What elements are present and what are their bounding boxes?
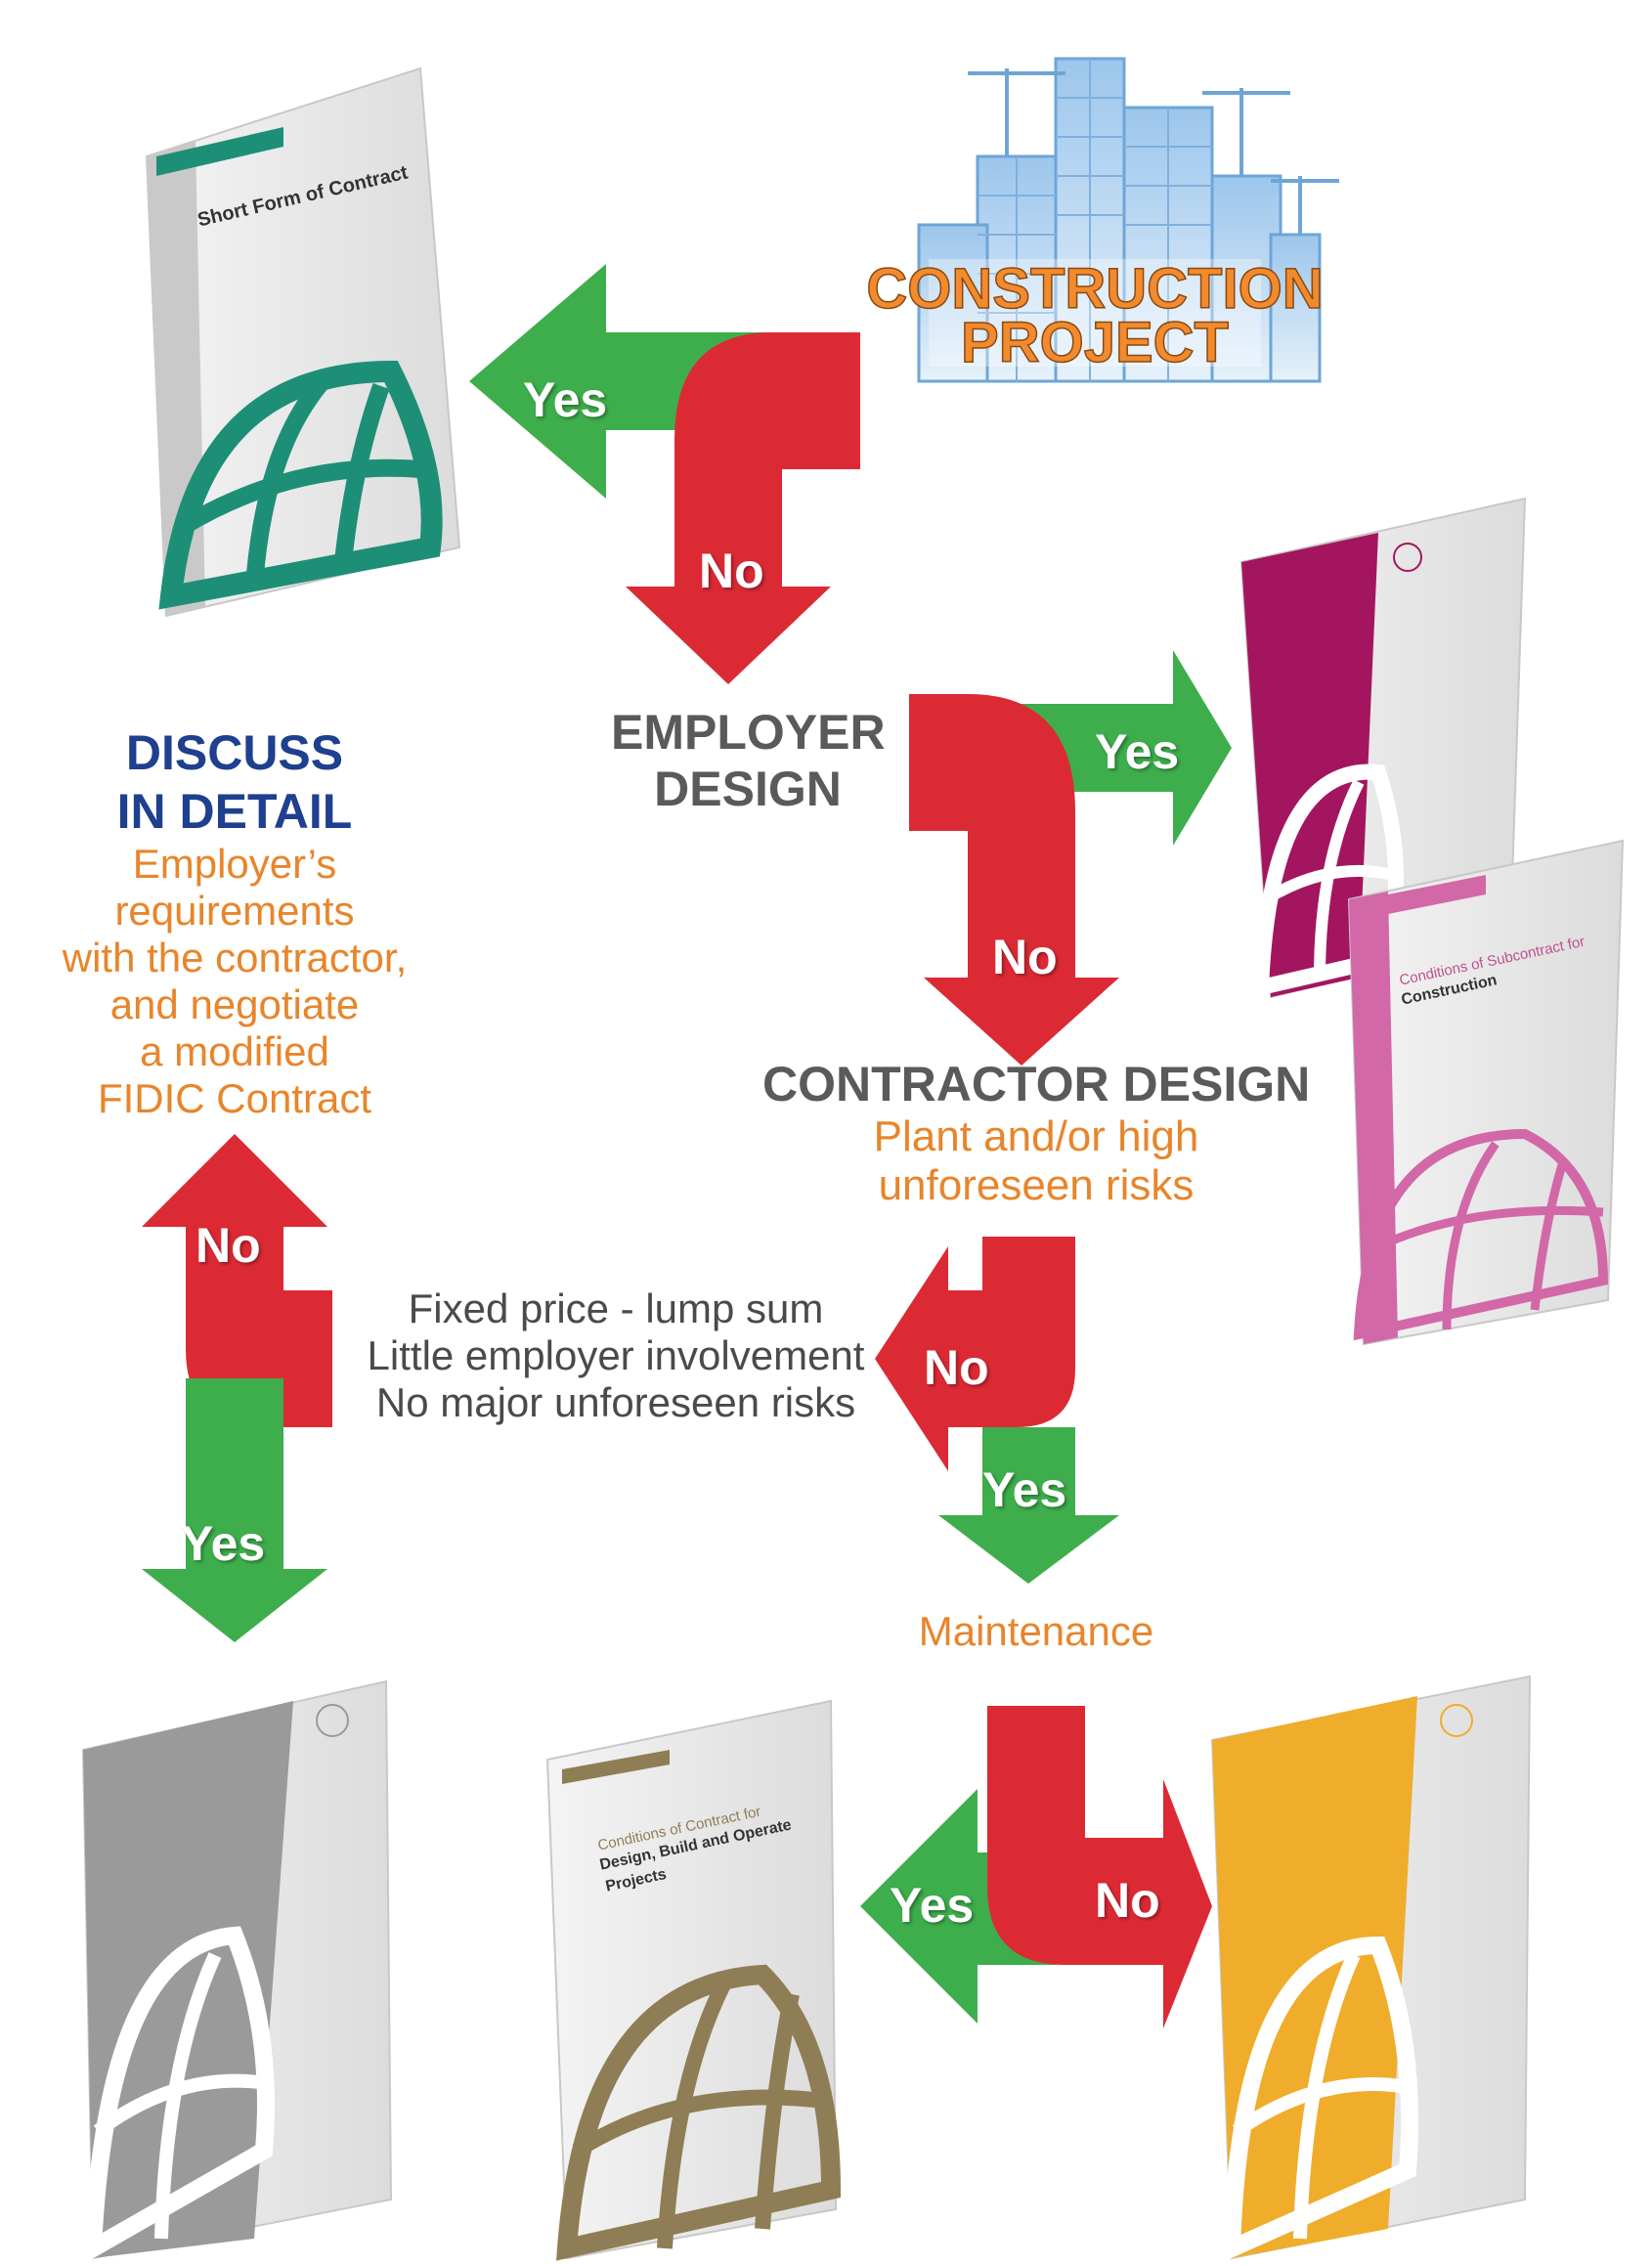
arrow-contractor-yes bbox=[938, 1427, 1119, 1584]
discuss-title-line2: IN DETAIL bbox=[116, 784, 353, 839]
employer-design-line1: EMPLOYER bbox=[611, 705, 886, 760]
arrow-employer-no bbox=[909, 694, 1119, 1066]
contractor-design-sub1: Plant and/or high bbox=[873, 1112, 1199, 1160]
label-contractor-yes: Yes bbox=[982, 1462, 1067, 1517]
label-top-yes: Yes bbox=[523, 372, 608, 427]
label-employer-yes: Yes bbox=[1095, 724, 1180, 779]
label-maint-yes: Yes bbox=[890, 1878, 975, 1933]
arrow-maint-no bbox=[987, 1706, 1212, 2028]
construction-project-line2: PROJECT bbox=[961, 311, 1229, 374]
discuss-body-line5: a modified bbox=[140, 1028, 329, 1074]
arrow-top-yes bbox=[469, 264, 860, 499]
book-magenta bbox=[1239, 497, 1527, 999]
node-discuss: DISCUSS IN DETAIL Employer’s requirement… bbox=[39, 723, 430, 1122]
arrow-contractor-no bbox=[875, 1237, 1075, 1471]
construction-project-line1: CONSTRUCTION bbox=[866, 257, 1323, 321]
label-contractor-no: No bbox=[924, 1340, 989, 1395]
arrow-maint-yes bbox=[860, 1789, 1056, 2024]
contractor-design-title: CONTRACTOR DESIGN bbox=[762, 1057, 1311, 1111]
arrow-left-yes bbox=[142, 1378, 327, 1642]
contractor-design-sub2: unforeseen risks bbox=[878, 1161, 1195, 1209]
book-subcontract bbox=[1347, 839, 1625, 1346]
arrow-top-no bbox=[626, 332, 860, 684]
node-criteria: Fixed price - lump sum Little employer i… bbox=[342, 1285, 890, 1426]
label-left-yes: Yes bbox=[181, 1516, 266, 1571]
label-top-no: No bbox=[699, 544, 764, 598]
criteria-line2: Little employer involvement bbox=[367, 1332, 865, 1378]
node-employer-design: EMPLOYER DESIGN bbox=[611, 704, 886, 817]
book-gold bbox=[1210, 1675, 1532, 2263]
employer-design-line2: DESIGN bbox=[654, 762, 842, 816]
book-short-form bbox=[145, 66, 461, 618]
book-grey bbox=[81, 1679, 393, 2264]
discuss-body-line4: and negotiate bbox=[109, 981, 360, 1027]
criteria-line1: Fixed price - lump sum bbox=[408, 1285, 824, 1331]
arrow-employer-yes bbox=[978, 650, 1232, 846]
label-employer-no: No bbox=[992, 930, 1058, 984]
discuss-body-line1: Employer’s bbox=[132, 841, 337, 887]
discuss-body-line6: FIDIC Contract bbox=[97, 1075, 372, 1121]
book-dbo bbox=[545, 1699, 842, 2261]
discuss-body-line3: with the contractor, bbox=[62, 935, 408, 980]
node-maintenance: Maintenance bbox=[918, 1608, 1154, 1654]
label-left-no: No bbox=[196, 1218, 261, 1273]
arrow-left-no bbox=[142, 1134, 332, 1427]
node-contractor-design: CONTRACTOR DESIGN Plant and/or high unfo… bbox=[762, 1056, 1310, 1210]
discuss-title-line1: DISCUSS bbox=[125, 725, 344, 780]
criteria-line3: No major unforeseen risks bbox=[375, 1379, 856, 1425]
label-maint-no: No bbox=[1095, 1873, 1160, 1928]
discuss-body-line2: requirements bbox=[114, 888, 355, 934]
construction-project-illustration: CONSTRUCTION PROJECT bbox=[866, 57, 1339, 383]
